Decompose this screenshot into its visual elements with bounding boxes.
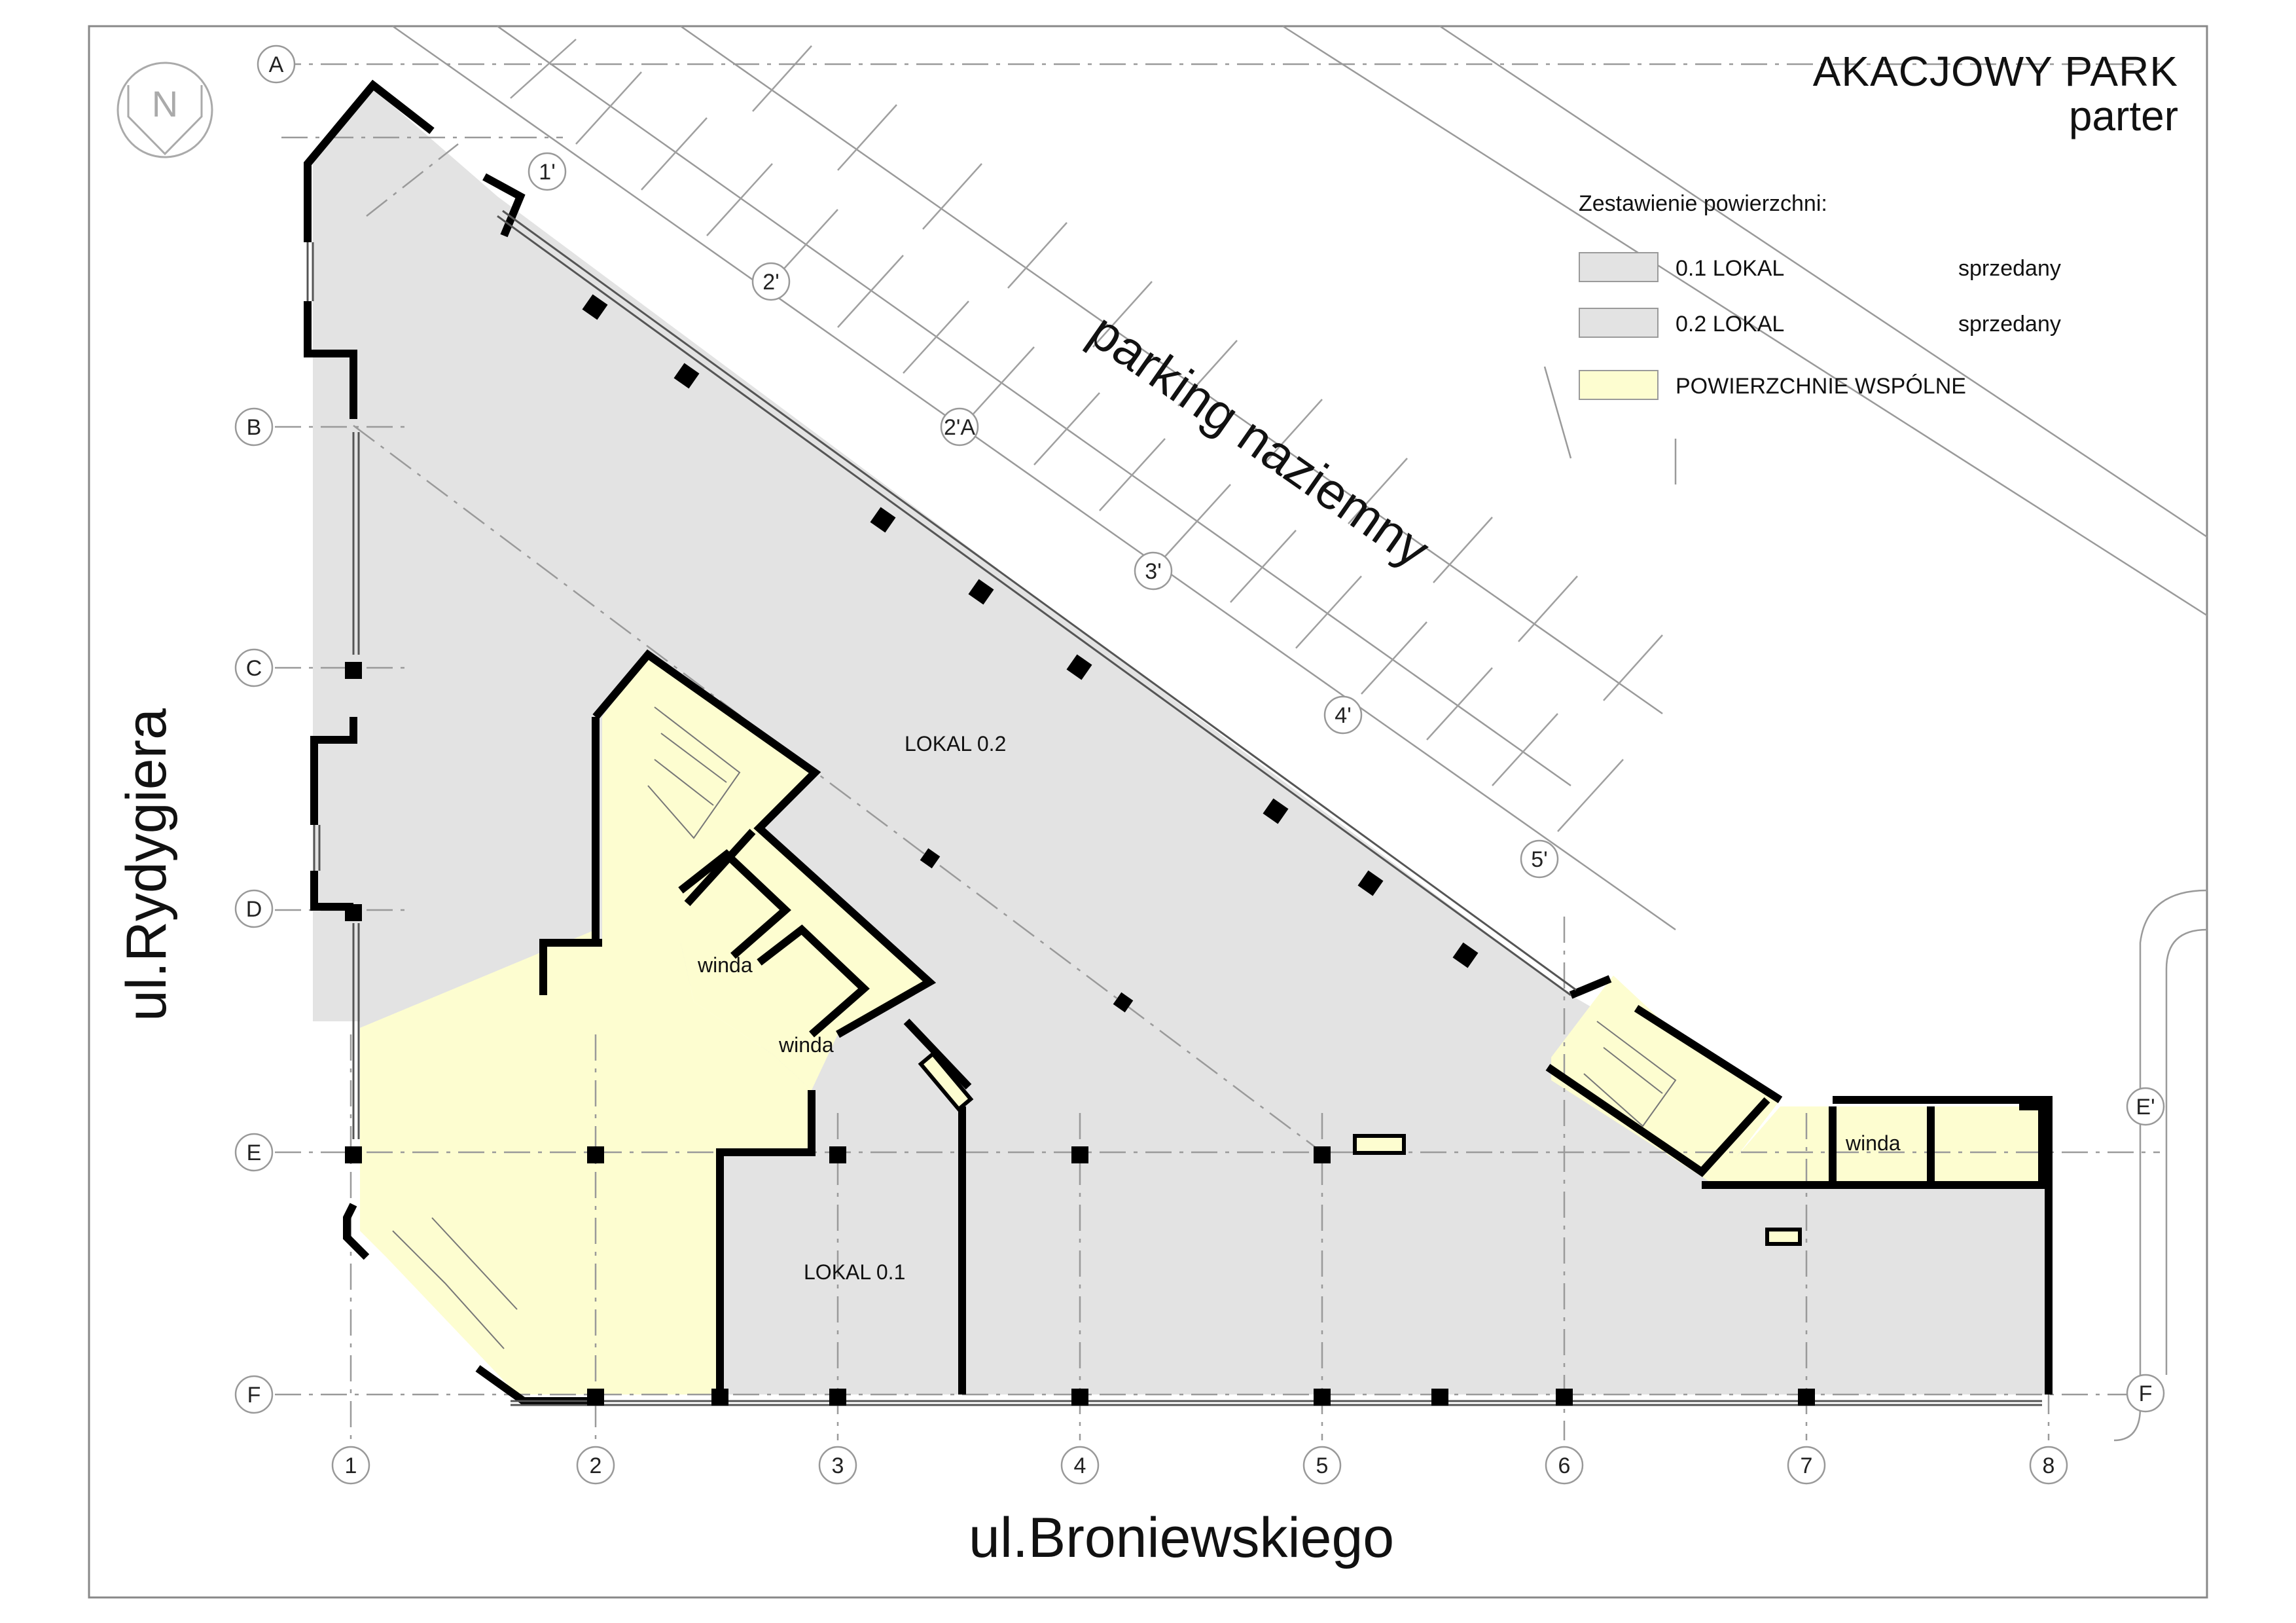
grid-diag-1: 1' — [539, 160, 555, 185]
small-fixtures — [918, 1051, 1802, 1246]
legend-status: sprzedany — [1958, 256, 2061, 281]
room-label-lokal-01: LOKAL 0.1 — [804, 1260, 906, 1284]
grid-row-c: C — [246, 656, 262, 681]
grid-diag-2: 2' — [762, 270, 779, 295]
room-label-lokal-02: LOKAL 0.2 — [905, 732, 1007, 756]
grid-col-8: 8 — [2043, 1453, 2055, 1478]
common-area-core — [602, 655, 929, 1090]
staircase — [392, 706, 1677, 1349]
room-label-winda-3: winda — [1846, 1131, 1901, 1155]
street-label-rydygiera: ul.Rydygiera — [115, 708, 178, 1021]
grid-diag-5: 5' — [1531, 847, 1547, 872]
grid-row-a: A — [269, 52, 284, 77]
grid-diag-3: 3' — [1145, 559, 1161, 584]
room-label-winda-2: winda — [779, 1033, 834, 1057]
grid-lines — [275, 63, 2160, 1440]
grid-col-5: 5 — [1316, 1453, 1329, 1478]
legend-heading: Zestawienie powierzchni: — [1579, 191, 1827, 216]
row-bubbles: A B C D E F E' F — [234, 45, 2165, 1414]
common-area-east-2 — [1715, 1106, 2049, 1182]
outer-wall-lines — [306, 210, 2042, 1406]
grid-row-e-prime: E' — [2136, 1095, 2155, 1120]
room-label-winda-1: winda — [698, 953, 753, 977]
street-label-broniewskiego: ul.Broniewskiego — [969, 1506, 1395, 1569]
legend-label: 0.1 LOKAL — [1676, 256, 1785, 281]
legend-swatch — [1579, 252, 1659, 282]
grid-col-3: 3 — [832, 1453, 844, 1478]
common-area-west — [360, 930, 812, 1395]
column-bubbles: 1 2 3 4 5 6 7 8 — [331, 1446, 2068, 1485]
grid-row-d: D — [246, 897, 262, 922]
grid-diag-2a: 2'A — [944, 415, 975, 440]
legend-label: 0.2 LOKAL — [1676, 312, 1785, 337]
grid-diag-4: 4' — [1335, 703, 1351, 728]
grid-col-2: 2 — [590, 1453, 602, 1478]
project-title: AKACJOWY PARK — [1812, 48, 2178, 95]
grid-col-4: 4 — [1074, 1453, 1086, 1478]
common-area-east — [1551, 976, 1780, 1185]
legend-status: sprzedany — [1958, 312, 2061, 337]
walls — [304, 79, 2053, 1405]
page-frame — [88, 25, 2208, 1599]
legend-swatch — [1579, 308, 1659, 338]
floor-level: parter — [2068, 92, 2178, 139]
grid-row-e: E — [247, 1140, 262, 1165]
legend-label: POWIERZCHNIE WSPÓLNE — [1676, 374, 1966, 399]
grid-col-6: 6 — [1558, 1453, 1571, 1478]
structural-columns — [345, 294, 1815, 1406]
grid-row-b: B — [247, 415, 262, 440]
grid-col-7: 7 — [1801, 1453, 1813, 1478]
lokal-01-area — [720, 1152, 969, 1395]
grid-col-1: 1 — [345, 1453, 357, 1478]
grid-row-f-east: F — [2139, 1381, 2153, 1406]
grid-row-f: F — [247, 1383, 261, 1408]
north-label: N — [152, 83, 178, 124]
diagonal-bubbles: 1' 2' 2'A 3' 4' 5' — [528, 152, 1559, 879]
legend-swatch — [1579, 370, 1659, 400]
north-arrow-icon: N — [117, 62, 213, 158]
